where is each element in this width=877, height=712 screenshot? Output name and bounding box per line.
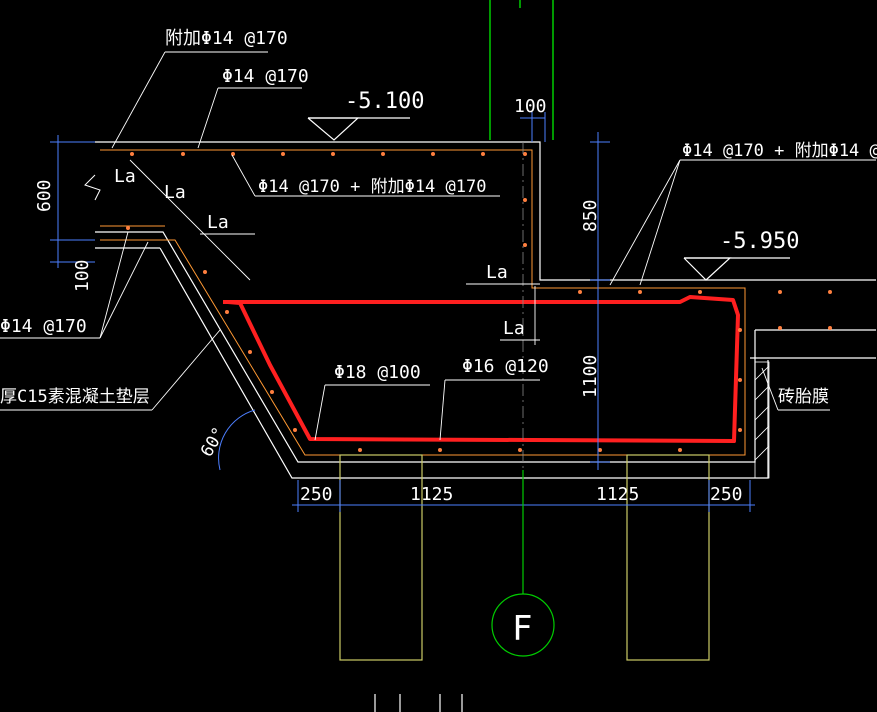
break-mark bbox=[84, 174, 101, 201]
cushion-label: 厚C15素混凝土垫层 bbox=[0, 387, 150, 407]
brick-mould-label: 砖胎膜 bbox=[778, 387, 829, 407]
level-top-label: -5.100 bbox=[345, 89, 424, 114]
rebar-lines bbox=[100, 149, 746, 456]
dim-100-left-label: 100 bbox=[72, 259, 93, 292]
dim-600-label: 600 bbox=[34, 179, 55, 212]
rebar-dots bbox=[126, 152, 832, 452]
angle-arc bbox=[218, 409, 256, 471]
top-extra-rebar-label: 附加Φ14 @170 bbox=[165, 28, 288, 49]
angle-label: 60° bbox=[197, 424, 230, 461]
la-label-5: La bbox=[503, 318, 525, 339]
dim-850-label: 850 bbox=[580, 199, 601, 232]
piles bbox=[339, 454, 710, 661]
dim-250-left-label: 250 bbox=[300, 484, 333, 505]
highlight-outline bbox=[223, 295, 740, 443]
la-label-3: La bbox=[207, 212, 229, 233]
la-label-2: La bbox=[164, 182, 186, 203]
bottom-ticks bbox=[374, 694, 463, 712]
dim-1100-label: 1100 bbox=[580, 355, 601, 398]
level-right-label: -5.950 bbox=[720, 229, 799, 254]
leader-lines bbox=[0, 51, 876, 441]
axis-column-top bbox=[489, 0, 554, 140]
top-rebar-left-label: Φ14 @170 bbox=[222, 66, 309, 87]
axis-line-bottom bbox=[491, 470, 555, 657]
dim-1125-left-label: 1125 bbox=[410, 484, 453, 505]
dim-250-right-label: 250 bbox=[710, 484, 743, 505]
pile-right bbox=[626, 454, 710, 661]
pile-left bbox=[339, 454, 423, 661]
dimension-lines bbox=[50, 112, 755, 512]
bottom-rebar-18-label: Φ18 @100 bbox=[334, 362, 421, 383]
dim-1125-right-label: 1125 bbox=[596, 484, 639, 505]
right-rebar-label: Φ14 @170 + 附加Φ14 @170 bbox=[682, 141, 877, 161]
slope-rebar-label: Φ14 @170 bbox=[0, 316, 87, 337]
top-rebar-mid-label: Φ14 @170 + 附加Φ14 @170 bbox=[258, 177, 486, 197]
dim-100-top-label: 100 bbox=[514, 96, 547, 117]
brick-mould-hatch bbox=[754, 361, 770, 479]
labels: 附加Φ14 @170 Φ14 @170 -5.100 100 Φ14 @170 … bbox=[0, 28, 877, 649]
axis-label: F bbox=[512, 609, 532, 649]
la-label-4: La bbox=[486, 262, 508, 283]
level-marks bbox=[307, 117, 790, 281]
bottom-rebar-16-label: Φ16 @120 bbox=[462, 356, 549, 377]
la-label-1: La bbox=[114, 166, 136, 187]
